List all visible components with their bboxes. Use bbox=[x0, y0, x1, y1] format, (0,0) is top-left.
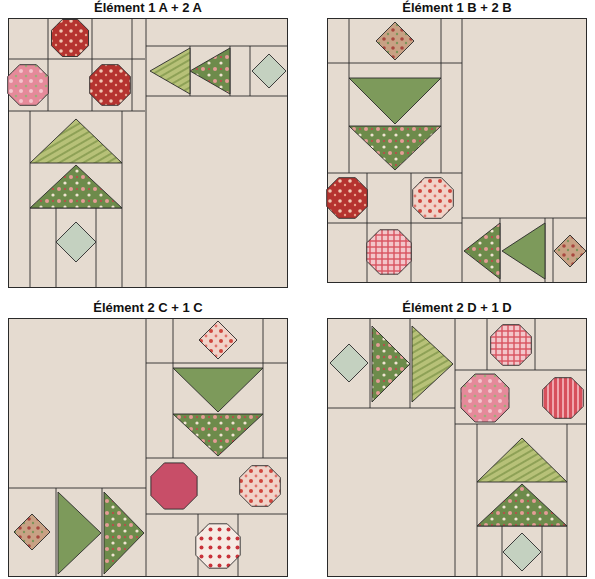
seam-line bbox=[542, 526, 543, 577]
seam-line bbox=[146, 46, 288, 47]
seam-line bbox=[92, 18, 93, 59]
block-ground bbox=[328, 319, 587, 577]
diamond-piece bbox=[14, 514, 50, 550]
triangle-piece bbox=[104, 492, 144, 574]
seam-line bbox=[146, 514, 288, 515]
diamond-piece bbox=[503, 533, 541, 571]
seam-line bbox=[56, 208, 57, 288]
seam-line bbox=[410, 318, 411, 408]
triangle-piece bbox=[173, 368, 263, 412]
quilt-block bbox=[327, 18, 587, 283]
seam-line bbox=[477, 424, 478, 577]
seam-line bbox=[553, 218, 554, 283]
triangle-piece bbox=[150, 48, 190, 94]
quilt-panel: Élément 2 C + 1 C bbox=[8, 300, 288, 577]
seam-line bbox=[349, 18, 350, 173]
quilt-block bbox=[8, 318, 288, 577]
octagon-piece bbox=[196, 524, 240, 568]
block-ground bbox=[328, 19, 587, 283]
panel-title: Élément 2 C + 1 C bbox=[8, 300, 288, 316]
triangle-piece bbox=[30, 165, 122, 208]
triangle-piece bbox=[372, 326, 410, 402]
seam-line bbox=[327, 63, 462, 64]
seam-line bbox=[327, 408, 455, 409]
panel-title: Élément 1 B + 2 B bbox=[327, 0, 587, 16]
seam-line bbox=[250, 46, 251, 96]
triangle-piece bbox=[190, 48, 230, 94]
seam-line bbox=[567, 424, 568, 577]
diamond-piece bbox=[330, 344, 368, 382]
seam-line bbox=[122, 111, 123, 288]
octagon-piece bbox=[8, 65, 49, 106]
triangle-piece bbox=[477, 484, 567, 526]
seam-line bbox=[263, 318, 264, 458]
diamond-piece bbox=[252, 54, 286, 88]
triangle-piece bbox=[464, 223, 500, 279]
triangle-piece bbox=[349, 78, 441, 124]
seam-line bbox=[48, 18, 49, 59]
octagon-piece bbox=[367, 230, 411, 274]
panel-title: Élément 2 D + 1 D bbox=[327, 300, 587, 316]
octagon-piece bbox=[543, 378, 584, 419]
seam-line bbox=[327, 173, 462, 174]
panel-title: Élément 1 A + 2 A bbox=[8, 0, 288, 16]
seam-line bbox=[327, 223, 462, 224]
seam-line bbox=[370, 318, 371, 408]
octagon-piece bbox=[491, 325, 532, 366]
triangle-piece bbox=[30, 119, 122, 163]
seam-line bbox=[146, 18, 147, 288]
seam-line bbox=[462, 18, 463, 283]
seam-line bbox=[455, 318, 456, 577]
octagon-piece bbox=[240, 466, 281, 507]
seam-line bbox=[56, 488, 57, 577]
seam-line bbox=[173, 318, 174, 458]
seam-line bbox=[8, 488, 146, 489]
triangle-piece bbox=[477, 438, 567, 482]
seam-line bbox=[8, 111, 145, 112]
seam-line bbox=[535, 318, 536, 370]
seam-line bbox=[487, 318, 488, 370]
seam-line bbox=[146, 363, 288, 364]
seam-line bbox=[462, 218, 587, 219]
seam-line bbox=[96, 208, 97, 288]
seam-line bbox=[146, 318, 147, 577]
octagon-piece bbox=[151, 463, 197, 509]
octagon-piece bbox=[90, 65, 131, 106]
diamond-piece bbox=[199, 321, 237, 359]
octagon-piece bbox=[461, 374, 509, 422]
triangle-piece bbox=[349, 126, 441, 170]
seam-line bbox=[146, 458, 288, 459]
octagon-piece bbox=[327, 178, 368, 219]
seam-line bbox=[455, 370, 587, 371]
triangle-piece bbox=[58, 492, 101, 574]
triangle-piece bbox=[502, 223, 545, 279]
seam-line bbox=[411, 173, 412, 283]
block-ground bbox=[9, 319, 288, 577]
seam-line bbox=[30, 111, 31, 288]
seam-line bbox=[8, 59, 145, 60]
diamond-piece bbox=[376, 22, 414, 60]
seam-line bbox=[132, 18, 133, 111]
triangle-piece bbox=[173, 414, 263, 456]
quilt-block bbox=[8, 18, 288, 288]
quilt-panel: Élément 2 D + 1 D bbox=[327, 300, 587, 577]
diamond-piece bbox=[554, 235, 586, 267]
quilt-panel: Élément 1 B + 2 B bbox=[327, 0, 587, 283]
octagon-piece bbox=[413, 178, 454, 219]
quilt-panel: Élément 1 A + 2 A bbox=[8, 0, 288, 288]
seam-line bbox=[441, 18, 442, 173]
block-ground bbox=[9, 19, 288, 288]
diamond-piece bbox=[56, 222, 96, 262]
octagon-piece bbox=[52, 20, 89, 57]
seam-line bbox=[146, 96, 288, 97]
quilt-block bbox=[327, 318, 587, 577]
triangle-piece bbox=[412, 326, 453, 402]
seam-line bbox=[502, 526, 503, 577]
seam-line bbox=[102, 488, 103, 577]
